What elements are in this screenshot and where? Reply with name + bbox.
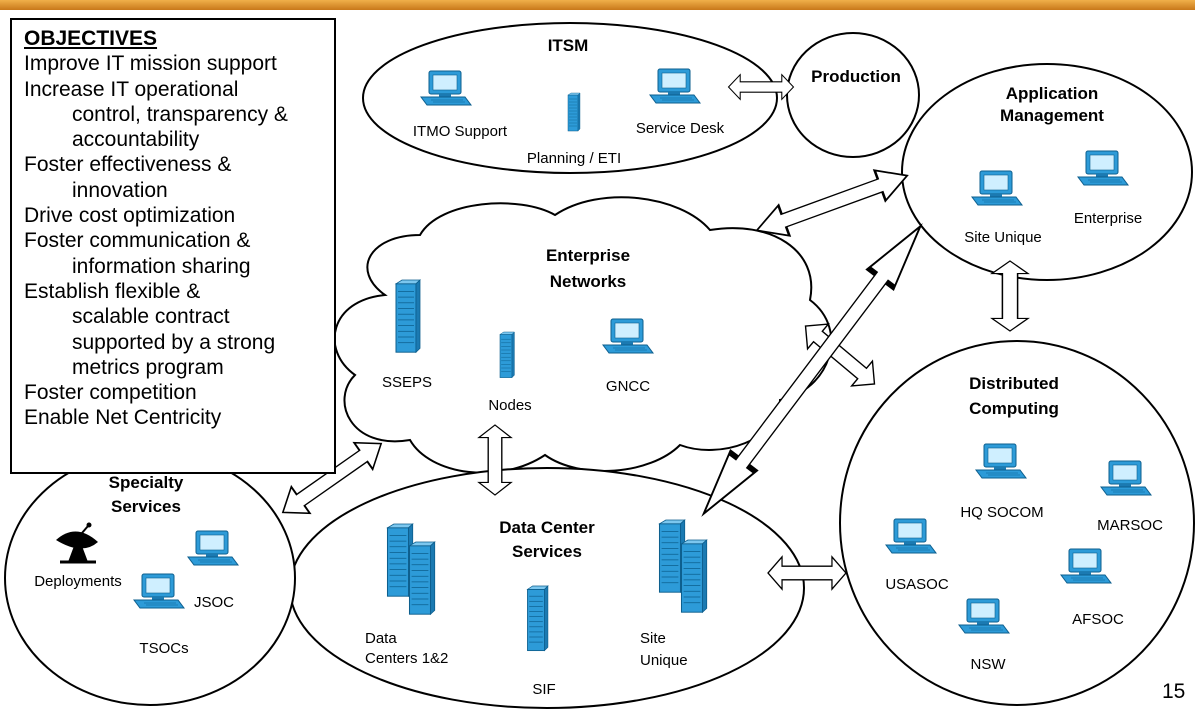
- marsoc-label: MARSOC: [1097, 517, 1163, 534]
- sseps-server-icon: [395, 279, 421, 353]
- dc-site-unique-label-1: Site: [640, 630, 666, 647]
- distributed-computing-ellipse: [839, 340, 1195, 706]
- nodes-server-icon: [499, 331, 515, 378]
- app-mgmt-ellipse: [901, 63, 1193, 281]
- planning-server-icon: [567, 92, 581, 132]
- objective-line: control, transparency &: [72, 102, 288, 126]
- enterprise-networks-title-1: Enterprise: [546, 246, 630, 265]
- objective-line: metrics program: [72, 355, 224, 379]
- datacenter-distributed-arrow: [767, 556, 847, 590]
- data-center-title-1: Data Center: [499, 518, 595, 537]
- data-centers-label-1: Data: [365, 630, 397, 647]
- usasoc-label: USASOC: [885, 576, 949, 593]
- deployments-label: Deployments: [34, 573, 122, 590]
- objective-line: Increase IT operational: [24, 77, 239, 101]
- sseps-label: SSEPS: [382, 374, 432, 391]
- sif-server-icon: [527, 585, 549, 652]
- objective-line: Foster effectiveness &: [24, 153, 232, 177]
- objective-line: accountability: [72, 128, 200, 152]
- nsw-label: NSW: [971, 656, 1007, 673]
- itsm-title: ITSM: [548, 36, 589, 55]
- satellite-dish-icon: [56, 522, 98, 564]
- objective-line: information sharing: [72, 254, 251, 278]
- data-center-title-2: Services: [512, 542, 582, 561]
- enterprise-networks-title-2: Networks: [550, 272, 627, 291]
- site-unique-server-icon-2: [680, 539, 708, 613]
- page-number: 15: [1162, 680, 1186, 703]
- objective-line: Improve IT mission support: [24, 52, 277, 76]
- objective-line: Foster competition: [24, 381, 197, 405]
- specialty-title-2: Services: [111, 497, 181, 516]
- objective-line: Establish flexible &: [24, 279, 201, 303]
- gncc-label: GNCC: [606, 378, 650, 395]
- specialty-title-1: Specialty: [109, 473, 184, 492]
- data-center-server-icon-1: [386, 523, 414, 597]
- app-mgmt-title-2: Management: [1000, 106, 1104, 125]
- jsoc-label: JSOC: [194, 594, 234, 611]
- site-unique-server-icon-1: [658, 519, 686, 593]
- objectives-heading: OBJECTIVES: [24, 27, 158, 50]
- production-ellipse: [786, 32, 920, 158]
- appmgmt-distributed-arrow: [991, 260, 1029, 332]
- afsoc-label: AFSOC: [1072, 611, 1124, 628]
- data-centers-label-2: Centers 1&2: [365, 650, 448, 667]
- hq-socom-label: HQ SOCOM: [960, 504, 1043, 521]
- objective-line: Foster communication &: [24, 229, 251, 253]
- app-site-unique-label: Site Unique: [964, 229, 1042, 246]
- objective-line: Drive cost optimization: [24, 204, 236, 228]
- objective-line: scalable contract: [72, 305, 230, 329]
- nodes-label: Nodes: [488, 397, 531, 414]
- sif-label: SIF: [532, 681, 555, 698]
- tsocs-label: TSOCs: [139, 640, 188, 657]
- planning-eti-label: Planning / ETI: [527, 150, 621, 167]
- enterprise-label: Enterprise: [1074, 210, 1142, 227]
- service-desk-label: Service Desk: [636, 120, 725, 137]
- top-accent-bar: [0, 0, 1195, 10]
- production-title: Production: [811, 67, 901, 86]
- data-center-server-icon-2: [408, 541, 436, 615]
- itmo-support-label: ITMO Support: [413, 123, 508, 140]
- objective-line: innovation: [72, 178, 168, 202]
- objective-line: supported by a strong: [72, 330, 276, 354]
- objectives-box: OBJECTIVES Improve IT mission support In…: [10, 18, 336, 474]
- objective-line: Enable Net Centricity: [24, 406, 222, 430]
- distributed-title-2: Computing: [969, 399, 1059, 418]
- networks-appmgmt-arrow: [750, 159, 914, 247]
- dc-site-unique-label-2: Unique: [640, 652, 688, 669]
- app-mgmt-title-1: Application: [1006, 84, 1099, 103]
- distributed-title-1: Distributed: [969, 374, 1059, 393]
